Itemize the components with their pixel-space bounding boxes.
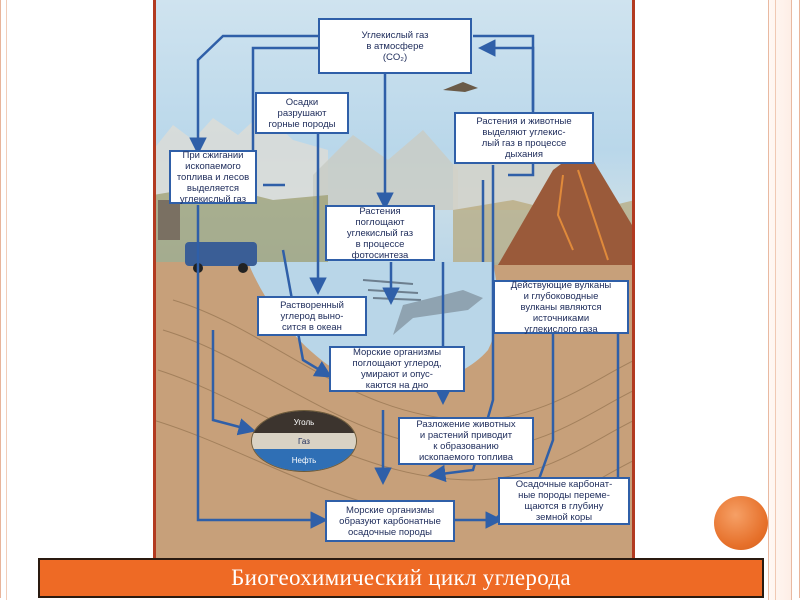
node-atmosphere-co2: Углекислый газ в атмосфере (CO₂) [318,18,472,74]
bird [443,82,478,92]
node-carbonate-movement: Осадочные карбонат- ные породы переме- щ… [498,477,630,525]
stratum-coal: Уголь [252,411,356,433]
stratum-gas: Газ [252,433,356,449]
node-decomposition: Разложение животных и растений приводит … [398,417,534,465]
slide-frame-left-line [6,0,11,600]
slide-frame-right-strip [768,0,792,600]
node-respiration: Растения и животные выделяют углекис- лы… [454,112,594,164]
decorative-orange-circle [714,496,768,550]
building [158,200,180,240]
node-volcanoes: Действующие вулканы и глубоководные вулк… [493,280,629,334]
caption-text: Биогеохимический цикл углерода [231,565,571,591]
node-combustion: При сжигании ископаемого топлива и лесов… [169,150,257,204]
node-precipitation: Осадки разрушают горные породы [255,92,349,134]
node-dissolved-carbon: Растворенный углерод выно- сится в океан [257,296,367,336]
node-carbonate-formation: Морские организмы образуют карбонатные о… [325,500,455,542]
car [185,242,257,266]
fossil-fuel-strata: Уголь Газ Нефть [251,410,357,472]
node-photosynthesis: Растения поглощают углекислый газ в проц… [325,205,435,261]
stratum-oil: Нефть [252,449,356,471]
node-marine-organisms: Морские организмы поглощают углерод, уми… [329,346,465,392]
carbon-cycle-diagram: Углекислый газ в атмосфере (CO₂) Осадки … [153,0,635,560]
slide-caption: Биогеохимический цикл углерода [38,558,764,598]
